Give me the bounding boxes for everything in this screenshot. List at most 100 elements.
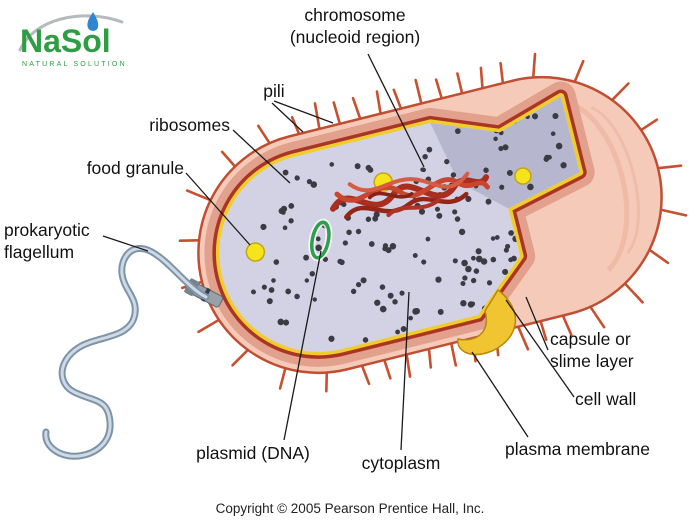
ribosome-dot <box>483 167 489 174</box>
pilus <box>392 88 403 110</box>
pilus <box>278 366 287 390</box>
ribosome-dot <box>422 153 428 160</box>
ribosome-dot <box>480 258 488 265</box>
label-flagellum: prokaryotic flagellum <box>4 219 124 264</box>
flagellum <box>42 245 210 460</box>
label-capsule-line1: capsule or <box>550 329 631 349</box>
label-line-pili-2 <box>273 100 334 124</box>
pilus <box>610 82 630 102</box>
ribosome-dot <box>329 162 335 167</box>
cell-interior <box>245 96 587 343</box>
ribosome-dot <box>465 265 472 273</box>
ribosome-dot <box>461 259 468 267</box>
ribosome-dot <box>268 287 275 293</box>
pilus <box>516 325 530 351</box>
ribosome-dot <box>283 319 290 326</box>
label-plasmid: plasmid (DNA) <box>176 442 330 464</box>
ribosome-dot <box>547 154 552 160</box>
pilus <box>231 348 250 367</box>
ribosome-dot <box>454 216 461 222</box>
food-granule <box>245 242 266 262</box>
label-food-granule-text: food granule <box>86 158 184 178</box>
plasmid-loop <box>308 218 333 262</box>
food-granule <box>514 167 532 185</box>
ribosome-dot <box>498 146 504 152</box>
capsule-shading-2 <box>590 106 640 254</box>
ribosome-dot <box>490 256 497 263</box>
ribosome-dot <box>502 268 509 275</box>
ribosome-dot <box>365 216 372 222</box>
ribosome-dot <box>294 293 300 300</box>
pilus <box>479 66 484 90</box>
ribosome-dot <box>389 242 397 250</box>
label-line-capsule <box>525 296 549 351</box>
ribosome-dot <box>460 281 466 287</box>
pilus <box>178 238 201 243</box>
ribosome-dot <box>426 146 433 153</box>
ribosome-dot <box>260 223 267 231</box>
pilus <box>623 282 644 304</box>
ribosome-dot <box>288 218 294 224</box>
pilus <box>539 319 548 341</box>
ribosome-dot <box>444 159 450 165</box>
label-flagellum-line1: prokaryotic <box>4 220 90 240</box>
ribosome-dot <box>355 228 362 235</box>
pilus <box>659 208 688 217</box>
label-flagellum-line2: flagellum <box>4 242 75 263</box>
ribosome-dot <box>312 297 317 302</box>
pilus <box>220 150 237 168</box>
logo-wordmark: NaSol <box>20 23 111 59</box>
ribosome-dot <box>493 136 498 142</box>
ribosome-dot <box>309 271 316 277</box>
chromosome-strand <box>334 177 490 203</box>
label-ribosomes-text: ribosomes <box>149 115 230 135</box>
label-ribosomes: ribosomes <box>122 114 230 136</box>
ribosome-dot <box>421 167 427 173</box>
ribosome-dot <box>421 259 427 265</box>
pilus <box>383 358 392 380</box>
ribosome-dot <box>560 162 567 169</box>
ribosome-dot <box>395 329 401 335</box>
label-capsule-line2: slime layer <box>550 351 634 372</box>
ribosome-dot <box>452 209 458 215</box>
label-line-chromosome <box>367 53 425 168</box>
pilus <box>360 364 371 386</box>
pilus <box>351 96 362 121</box>
pilus <box>427 347 433 369</box>
ribosome-dot <box>437 308 444 315</box>
chromosome-strand <box>344 191 469 220</box>
label-cytoplasm-text: cytoplasm <box>361 453 441 473</box>
ribosome-dot <box>374 299 381 306</box>
pilus <box>197 318 221 334</box>
ribosome-dot <box>413 308 421 315</box>
ribosome-dot <box>315 236 321 242</box>
ribosome-dot <box>462 275 468 281</box>
label-cell-wall-text: cell wall <box>575 389 637 409</box>
ribosome-dot <box>285 288 292 295</box>
ribosome-dot <box>450 172 457 178</box>
label-line-plasma-membrane <box>471 351 529 438</box>
ribosome-dot <box>282 169 289 176</box>
pilus <box>449 342 458 367</box>
label-line-cell-wall <box>505 299 575 398</box>
ribosome-dot <box>354 163 361 170</box>
ribosome-dot <box>436 212 443 219</box>
pilus <box>313 102 321 131</box>
ribosome-dot <box>399 290 405 296</box>
pilus <box>434 78 444 100</box>
pilus <box>185 189 212 202</box>
ribosome-dot <box>460 300 467 307</box>
plasmid-ring <box>310 220 331 260</box>
label-line-ribosomes <box>232 129 291 184</box>
label-plasmid-text: plasmid (DNA) <box>196 443 310 463</box>
ribosome-dot <box>470 255 476 261</box>
pilus <box>656 164 683 170</box>
ribosome-dot <box>555 142 563 150</box>
chromosome-tangle <box>329 171 490 220</box>
pilus <box>256 124 271 145</box>
pilus <box>531 52 537 79</box>
label-line-cytoplasm <box>400 291 410 451</box>
ribosome-dot <box>385 247 392 254</box>
